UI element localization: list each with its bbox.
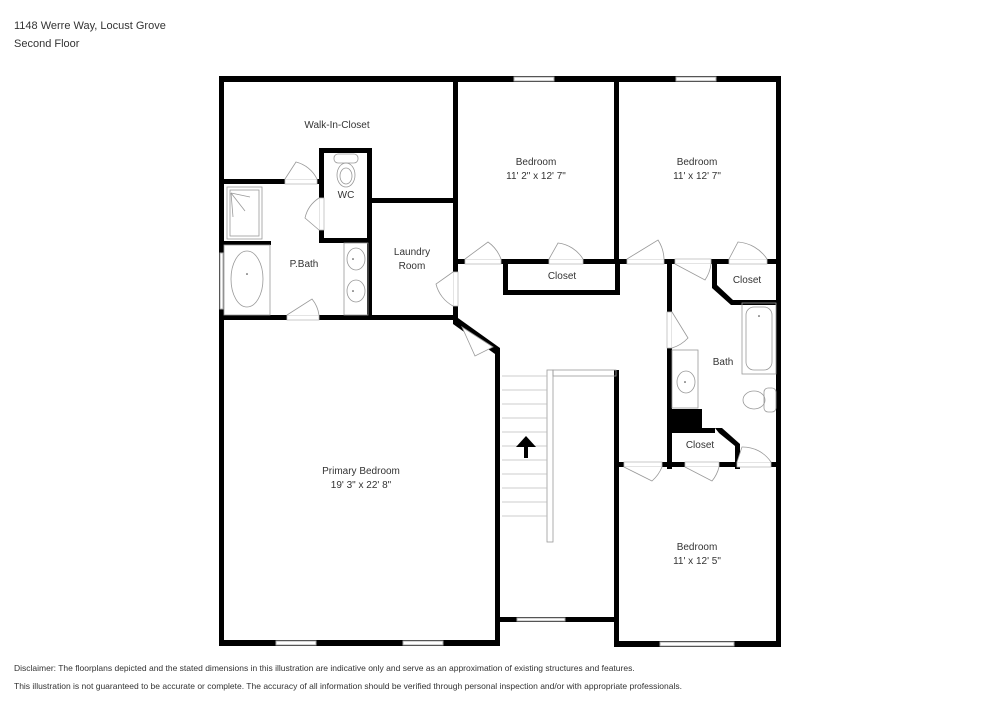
bedroom-2-name: Bedroom — [676, 157, 718, 168]
primary-bedroom-name: Primary Bedroom — [322, 466, 400, 477]
room-bedroom-3: Bedroom 11' x 12' 5" — [673, 541, 721, 569]
room-bedroom-1: Bedroom 11' 2" x 12' 7" — [506, 156, 566, 184]
fixtures — [223, 153, 777, 543]
room-bedroom-2: Bedroom 11' x 12' 7" — [673, 156, 721, 184]
room-closet-3: Closet — [685, 440, 715, 451]
doors — [284, 161, 772, 482]
address-title: 1148 Werre Way, Locust Grove — [14, 20, 166, 32]
windows — [219, 76, 735, 647]
room-closet-1: Closet — [547, 271, 577, 282]
floor-title: Second Floor — [14, 38, 80, 50]
laundry-label-line1: Laundry — [393, 247, 431, 258]
bedroom-3-dims: 11' x 12' 5" — [673, 556, 721, 567]
fixture-dots — [246, 258, 760, 383]
primary-bedroom-dims: 19' 3" x 22' 8" — [330, 480, 392, 491]
bedroom-2-dims: 11' x 12' 7" — [673, 171, 721, 182]
room-bath: Bath — [712, 357, 734, 368]
room-closet-2: Closet — [732, 275, 762, 286]
room-walk-in-closet: Walk-In-Closet — [304, 120, 370, 131]
room-wc: WC — [337, 190, 355, 201]
room-p-bath: P.Bath — [289, 259, 319, 270]
bedroom-3-name: Bedroom — [676, 542, 718, 553]
laundry-label-line2: Room — [398, 261, 426, 272]
stair-up-arrow-icon — [516, 436, 536, 458]
bedroom-1-name: Bedroom — [515, 157, 557, 168]
room-primary-bedroom: Primary Bedroom 19' 3" x 22' 8" — [322, 465, 400, 493]
disclaimer-line-1: Disclaimer: The floorplans depicted and … — [14, 663, 635, 673]
bedroom-1-dims: 11' 2" x 12' 7" — [506, 171, 566, 182]
room-laundry: Laundry Room — [394, 246, 430, 274]
disclaimer-line-2: This illustration is not guaranteed to b… — [14, 681, 682, 691]
